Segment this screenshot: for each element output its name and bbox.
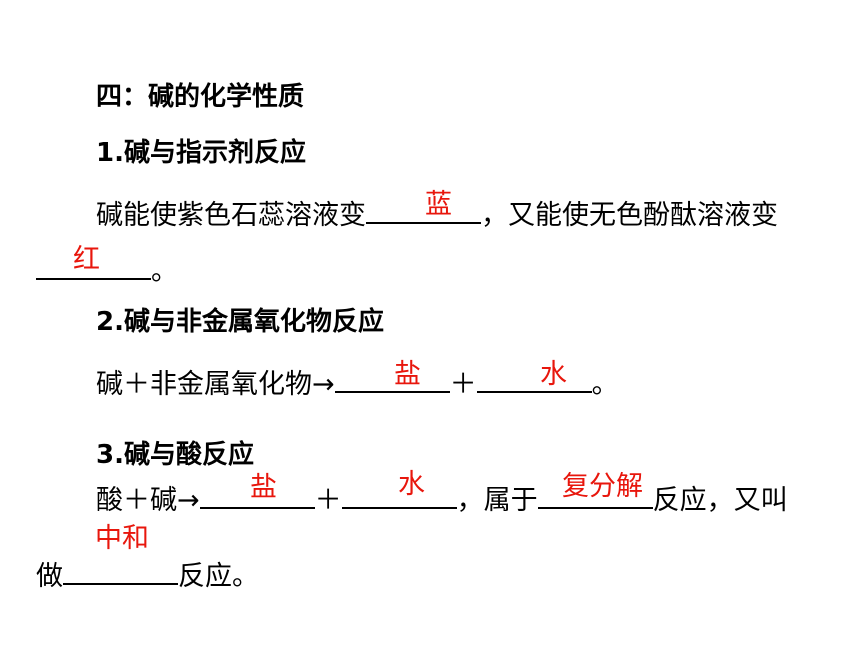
part2-blank-2 [476, 361, 592, 393]
part1-answer-1: 蓝 [425, 189, 452, 220]
part3-answer-3: 复分解 [562, 471, 643, 502]
part2-answer-1: 盐 [394, 359, 421, 390]
part3-blank-3 [537, 477, 653, 509]
part3-line1: 酸＋碱→ ＋ ，属于 反应，又叫 [96, 477, 788, 518]
part2-answer-2: 水 [540, 359, 567, 390]
part2-end: 。 [591, 369, 619, 400]
section-title: 四：碱的化学性质 [96, 82, 305, 112]
part3-line2: 做 反应。 [36, 553, 259, 594]
part3-answer-1: 盐 [250, 472, 277, 503]
part1-text-a: 碱能使紫色石蕊溶液变 [96, 200, 366, 231]
part1-line1: 碱能使紫色石蕊溶液变 ，又能使无色酚酞溶液变 [96, 192, 778, 233]
part3-heading: 3.碱与酸反应 [96, 440, 254, 470]
part1-text-b: ，又能使无色酚酞溶液变 [481, 200, 778, 231]
part3-belongs: ，属于 [456, 485, 538, 516]
part3-reaction-also: 反应，又叫 [652, 485, 788, 516]
part2-equation-left: 碱＋非金属氧化物→ [96, 369, 335, 400]
part3-answer-2: 水 [398, 469, 425, 500]
part1-blank-2 [36, 248, 151, 280]
part3-blank-4 [63, 553, 178, 585]
part3-plus: ＋ [314, 485, 342, 516]
part3-equation-left: 酸＋碱→ [96, 485, 200, 516]
part1-answer-2: 红 [73, 244, 100, 275]
part1-text-end: 。 [151, 256, 178, 287]
part2-blank-1 [334, 361, 450, 393]
part1-line2: 。 [36, 248, 178, 289]
part3-line2-end: 反应。 [178, 561, 259, 592]
part3-line2-start: 做 [36, 561, 63, 592]
part3-blank-1 [199, 477, 315, 509]
part2-plus: ＋ [449, 369, 477, 400]
part2-line1: 碱＋非金属氧化物→ ＋ 。 [96, 361, 619, 402]
part1-blank-1 [366, 192, 481, 224]
part1-heading: 1.碱与指示剂反应 [96, 138, 306, 168]
part2-heading: 2.碱与非金属氧化物反应 [96, 307, 384, 337]
part3-blank-2 [341, 477, 457, 509]
part3-answer-4: 中和 [95, 523, 149, 554]
